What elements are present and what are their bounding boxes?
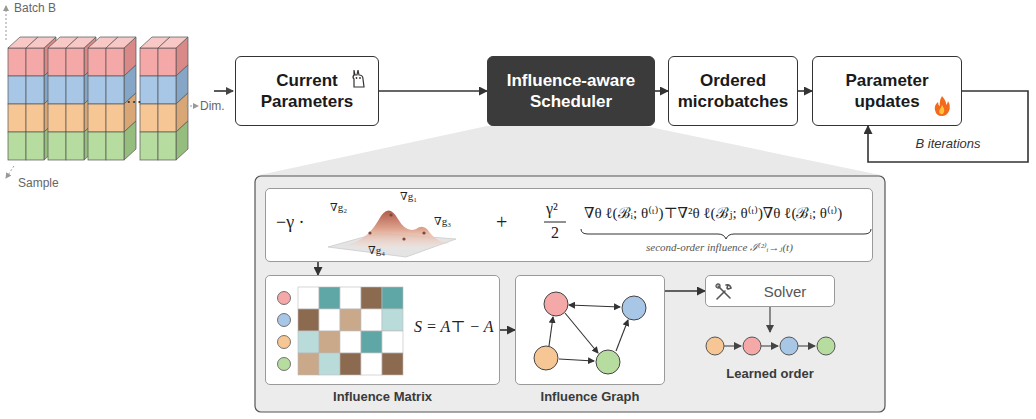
axis-label: Batch B xyxy=(14,1,56,15)
math-denominator: 2 xyxy=(551,224,559,242)
math-operator: + xyxy=(496,211,507,233)
box-label: Influence-aware Scheduler xyxy=(496,70,646,112)
flow-arrow xyxy=(798,90,812,92)
flow-arrow xyxy=(379,90,487,92)
math-formula: ∇θ ℓ(ℬᵢ; θ⁽ᵗ⁾)⊤∇²θ ℓ(ℬⱼ; θ⁽ᵗ⁾)∇θ ℓ(ℬᵢ; θ… xyxy=(584,205,842,222)
process-box: Ordered microbatches xyxy=(668,56,798,126)
axis-label: Sample xyxy=(18,176,59,190)
panel-caption: Influence Matrix xyxy=(266,389,499,404)
wrench-icon xyxy=(714,282,734,302)
box-label: Solver xyxy=(764,283,807,300)
scheduler-box: Influence-aware Scheduler xyxy=(487,56,655,126)
ellipsis: ⋯ xyxy=(126,92,142,111)
axis-arrow xyxy=(6,166,14,178)
solver-box: Solver xyxy=(705,275,835,307)
math-term: −γ · xyxy=(276,213,305,233)
input-arrow xyxy=(214,90,233,92)
math-formula: S = A⊤ − A xyxy=(414,318,494,336)
gradient-label: ∇g₄ xyxy=(368,244,385,256)
matrix-box: S = A⊤ − AInfluence Matrix xyxy=(265,275,500,385)
axis-arrow xyxy=(6,6,7,40)
llama-icon xyxy=(348,67,370,89)
learned-order xyxy=(706,337,835,355)
box-label: Parameter updates xyxy=(837,70,937,112)
flow-arrow xyxy=(500,329,515,331)
axis-arrow xyxy=(186,106,198,107)
panel-caption: Learned order xyxy=(726,366,813,381)
batch-cubes xyxy=(8,37,188,160)
underbrace-label: second-order influence ℐ⁽²⁾ᵢ→ⱼ(t) xyxy=(646,241,793,253)
gradient-label: ∇g₂ xyxy=(330,201,347,213)
gradient-label: ∇g₃ xyxy=(434,215,451,227)
flow-arrow xyxy=(665,290,705,292)
influence-graph-art xyxy=(516,276,666,386)
box-label: Current Parameters xyxy=(257,70,357,112)
process-box: Current Parameters xyxy=(235,56,379,126)
edge-label: B iterations xyxy=(913,136,982,151)
fire-icon xyxy=(933,95,951,117)
box-label: Ordered microbatches xyxy=(677,70,789,112)
axis-label: Dim. xyxy=(200,99,225,113)
zoom-trapezoid xyxy=(255,126,885,176)
flow-arrow xyxy=(655,90,668,92)
graph-box: Influence Graph xyxy=(515,275,665,385)
math-numerator: γ² xyxy=(546,200,558,218)
formula-box: −γ · ∇g₂ ∇g₁ ∇g₄ ∇g₃ + γ² 2 ∇θ ℓ(ℬᵢ; θ⁽ᵗ⁾)⊤∇²θ ℓ… xyxy=(265,188,873,262)
solver-arrow xyxy=(769,307,770,332)
flow-arrow xyxy=(317,262,319,275)
scheduler-panel xyxy=(255,176,885,412)
gradient-label: ∇g₁ xyxy=(400,190,417,202)
panel-caption: Influence Graph xyxy=(516,389,664,404)
process-box: Parameter updates xyxy=(812,56,962,126)
